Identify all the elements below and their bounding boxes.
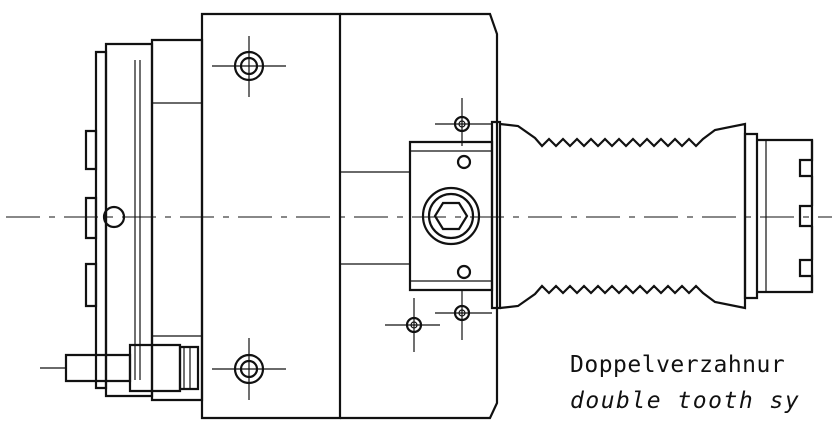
annotation-label-en: double tooth sy	[570, 388, 801, 414]
tool-chuck	[743, 132, 814, 300]
mounting-flange	[84, 38, 204, 402]
adapter-plate	[385, 98, 502, 352]
housing-block	[200, 12, 499, 420]
bellows	[499, 122, 747, 310]
coolant-fitting	[40, 343, 200, 393]
annotation-label-de: Doppelverzahnur	[570, 352, 786, 378]
hex-socket-screw	[212, 36, 286, 400]
